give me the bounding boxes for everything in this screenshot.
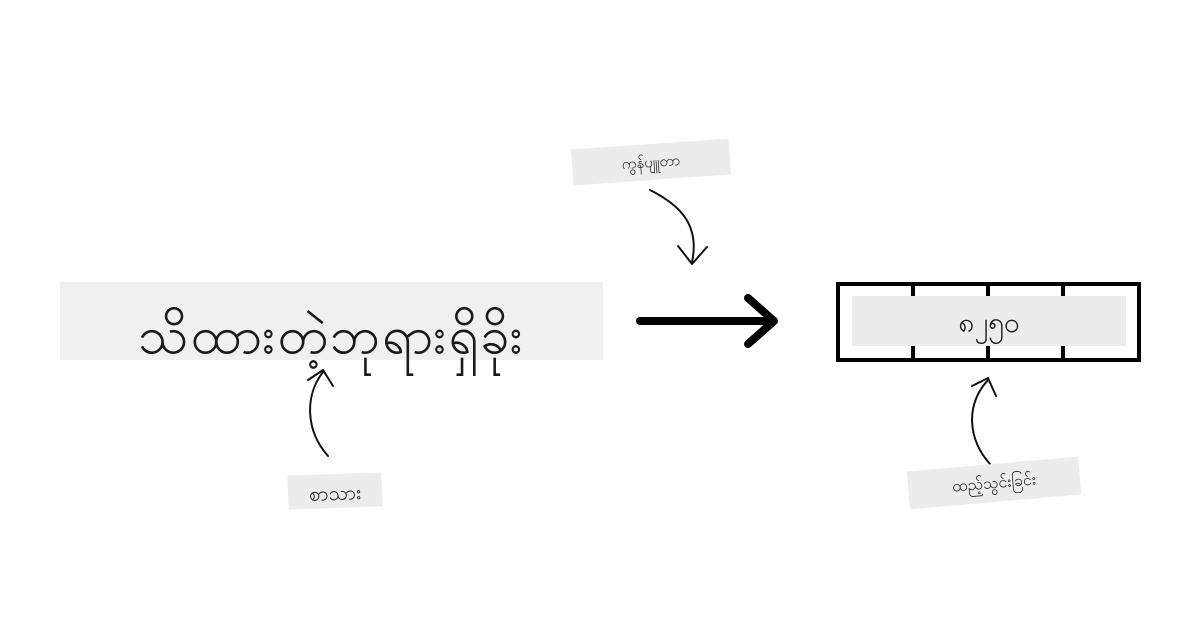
output-value: ၈၂၅၀ — [958, 306, 1020, 339]
text-label: စာသား — [287, 472, 383, 510]
input-text: သိထားတဲ့ဘုရားရှိခိုး — [138, 306, 525, 366]
input-text-box — [60, 282, 603, 360]
text-pointer-arrow — [307, 369, 334, 457]
main-arrow — [636, 294, 778, 348]
output-value-box — [852, 296, 1126, 346]
embedding-pointer-arrow — [971, 377, 997, 465]
model-pointer-arrow — [649, 189, 708, 265]
